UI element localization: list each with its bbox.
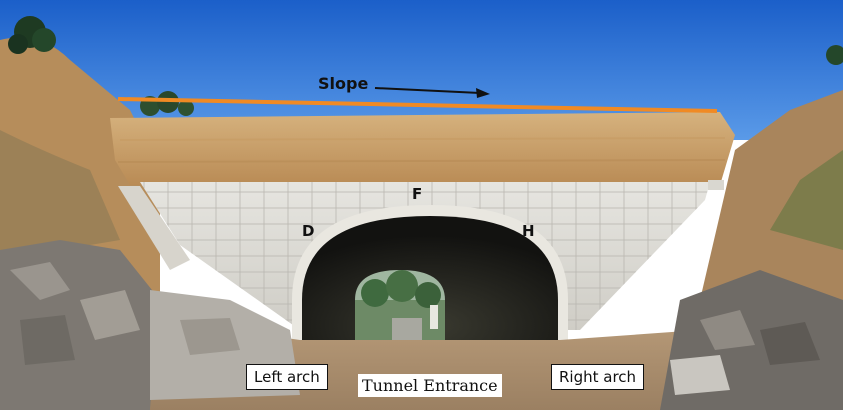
point-d-label: D xyxy=(302,222,315,240)
left-wing-edge xyxy=(118,186,190,270)
point-h-label: H xyxy=(522,222,535,240)
right-vegetation xyxy=(770,150,843,250)
tunnel-entrance-label: Tunnel Entrance xyxy=(358,374,502,398)
slope-arrow xyxy=(374,87,490,98)
tree-top-right xyxy=(826,45,843,65)
point-f-label: F xyxy=(412,185,423,203)
slope-label: Slope xyxy=(318,74,369,93)
wall-cap-right xyxy=(708,180,724,190)
tree-top-left xyxy=(8,16,56,54)
right-arch-label: Right arch xyxy=(551,364,645,390)
left-arch-label: Left arch xyxy=(246,364,328,390)
left-vegetation xyxy=(0,130,120,260)
slope-reference-line xyxy=(117,97,718,113)
rocks-right xyxy=(660,270,843,410)
soil-slope xyxy=(110,112,735,185)
rocks-left xyxy=(0,240,300,410)
